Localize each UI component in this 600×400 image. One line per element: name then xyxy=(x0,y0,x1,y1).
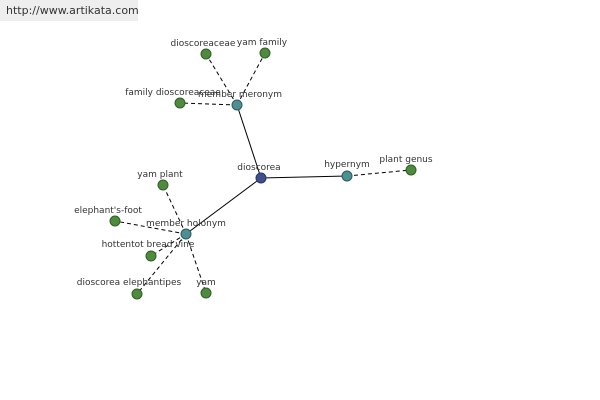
node-dot-family-dioscoreaceae[interactable] xyxy=(174,97,186,109)
node-dot-yam-family[interactable] xyxy=(259,47,271,59)
edge-member-meronym-to-family-dioscoreaceae xyxy=(179,102,238,106)
node-dioscorea[interactable]: dioscorea xyxy=(237,163,281,184)
node-label-member-meronym[interactable]: member meronym xyxy=(198,90,282,100)
edge-member-holonym-to-dioscorea-elephantipes xyxy=(136,233,187,295)
edge-dioscorea-to-hypernym xyxy=(260,175,348,179)
edge-dioscorea-to-member-meronym xyxy=(236,104,262,179)
node-hypernym[interactable]: hypernym xyxy=(324,160,370,182)
node-dioscoreaceae[interactable]: dioscoreaceae xyxy=(171,39,236,60)
node-dot-elephants-foot[interactable] xyxy=(109,215,121,227)
node-yam-family[interactable]: yam family xyxy=(237,38,288,59)
node-member-holonym[interactable]: member holonym xyxy=(146,219,226,240)
node-hottentot-bread-vine[interactable]: hottentot bread vine xyxy=(102,240,195,262)
edge-member-holonym-to-yam-plant xyxy=(162,184,187,235)
node-label-dioscoreaceae[interactable]: dioscoreaceae xyxy=(171,39,236,49)
node-dot-member-holonym[interactable] xyxy=(180,228,192,240)
node-label-dioscorea[interactable]: dioscorea xyxy=(237,163,280,173)
node-label-elephants-foot[interactable]: elephant's-foot xyxy=(74,206,142,216)
edge-hypernym-to-plant-genus xyxy=(346,169,412,177)
nodes-layer: dioscorea member meronym hypernym member ho… xyxy=(74,38,433,300)
node-label-hypernym[interactable]: hypernym xyxy=(324,160,370,170)
edge-member-holonym-to-elephants-foot xyxy=(114,220,187,235)
node-dot-dioscorea-elephantipes[interactable] xyxy=(131,288,143,300)
source-url[interactable]: http://www.artikata.com xyxy=(0,0,139,21)
node-label-yam[interactable]: yam xyxy=(196,278,216,288)
node-dot-yam-plant[interactable] xyxy=(157,179,169,191)
node-dot-dioscorea[interactable] xyxy=(255,172,267,184)
node-dot-plant-genus[interactable] xyxy=(405,164,417,176)
node-label-hottentot-bread-vine[interactable]: hottentot bread vine xyxy=(102,240,195,250)
node-dot-member-meronym[interactable] xyxy=(231,99,243,111)
node-dot-hottentot-bread-vine[interactable] xyxy=(145,250,157,262)
node-family-dioscoreaceae[interactable]: family dioscoreaceae xyxy=(125,88,221,109)
node-label-yam-plant[interactable]: yam plant xyxy=(137,170,183,180)
edge-member-meronym-to-yam-family xyxy=(236,52,266,106)
node-label-family-dioscoreaceae[interactable]: family dioscoreaceae xyxy=(125,88,221,98)
node-yam[interactable]: yam xyxy=(196,278,216,299)
node-plant-genus[interactable]: plant genus xyxy=(379,155,433,176)
node-dot-dioscoreaceae[interactable] xyxy=(200,48,212,60)
node-dot-yam[interactable] xyxy=(200,287,212,299)
node-label-dioscorea-elephantipes[interactable]: dioscorea elephantipes xyxy=(77,278,182,288)
node-label-plant-genus[interactable]: plant genus xyxy=(379,155,432,165)
node-elephants-foot[interactable]: elephant's-foot xyxy=(74,206,142,227)
node-yam-plant[interactable]: yam plant xyxy=(137,170,183,191)
node-dot-hypernym[interactable] xyxy=(341,170,353,182)
node-label-yam-family[interactable]: yam family xyxy=(237,38,288,48)
node-label-member-holonym[interactable]: member holonym xyxy=(146,219,226,229)
edges-layer xyxy=(114,52,412,295)
edge-dioscorea-to-member-holonym xyxy=(185,177,262,235)
node-member-meronym[interactable]: member meronym xyxy=(198,90,282,111)
edge-member-meronym-to-dioscoreaceae xyxy=(205,53,238,106)
node-dioscorea-elephantipes[interactable]: dioscorea elephantipes xyxy=(77,278,182,300)
edge-member-holonym-to-yam xyxy=(185,233,207,294)
